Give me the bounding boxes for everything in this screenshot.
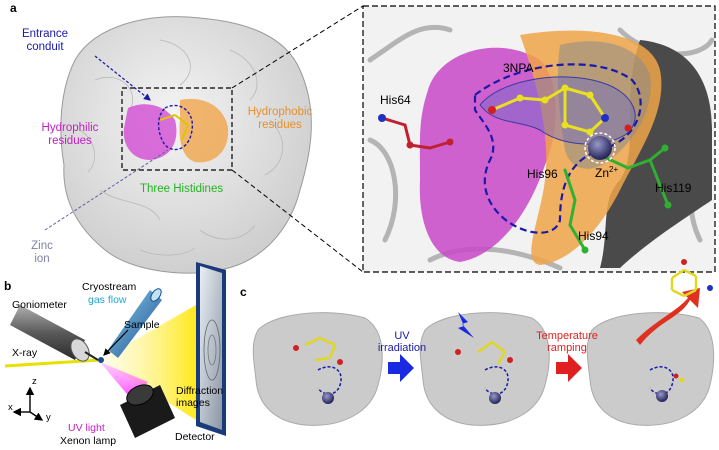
axis-y-label: y [46, 412, 51, 423]
zinc-pointer [44, 149, 169, 231]
zinc-ion-zoom-label: Zn2+ [595, 165, 619, 180]
xenon-lamp-label: Xenon lamp [60, 435, 117, 447]
axes-triad [12, 386, 44, 421]
ligand-overview [159, 114, 189, 141]
diffraction-images-label: Diffraction images [176, 385, 224, 409]
histidine-residues-zoom [563, 146, 670, 252]
temperature-ramping-label: Temperature ramping [524, 330, 610, 354]
sample-pointer [103, 329, 129, 356]
panel-letter-c: c [240, 285, 247, 299]
uv-arrow [388, 354, 414, 382]
temp-line2: ramping [547, 342, 587, 355]
zn-charge: 2+ [609, 165, 619, 174]
goniometer [10, 305, 99, 362]
axis-z-label: z [32, 376, 37, 387]
hydrophobic-line1: Hydrophobic [247, 106, 313, 118]
temp-line1: Temperature [536, 330, 598, 342]
zoom-connector-top [231, 5, 364, 89]
ligand-3npa-label: 3NPA [503, 61, 534, 75]
lightning-bolt-icon [458, 312, 474, 338]
zn-symbol: Zn [595, 166, 610, 180]
his94-label: His94 [578, 229, 609, 243]
axis-x-label: x [8, 402, 13, 413]
entrance-line1: Entrance [21, 28, 69, 40]
three-histidines-label: Three Histidines [140, 183, 224, 195]
uv-line1: UV [394, 330, 410, 342]
his96-label: His96 [527, 167, 558, 181]
xenon-lamp [120, 384, 175, 438]
sample-label: Sample [124, 319, 160, 331]
hydrophobic-label: Hydrophobic residues [238, 106, 322, 131]
uv-light-label: UV light [68, 422, 105, 434]
zinc-ion-zoom [588, 136, 612, 160]
zinc-ion-label: Zinc ion [22, 240, 62, 265]
cryostream-label: Cryostream [82, 281, 137, 293]
zoom-ligand-atoms [488, 84, 632, 136]
gas-flow-label: gas flow [88, 294, 127, 306]
zoom-connector-bottom [231, 169, 364, 273]
his119-label: His119 [655, 181, 692, 195]
zoom-entrance-conduit [473, 63, 642, 234]
entrance-pointer [94, 55, 151, 101]
zinc-ion-ring [584, 132, 616, 164]
hydrophobic-line2: residues [258, 118, 302, 131]
hydrophilic-line2: residues [48, 134, 92, 147]
entrance-line2: conduit [26, 40, 64, 53]
panel-letter-b: b [4, 279, 12, 293]
zoom-grey-surface [557, 41, 651, 169]
hydrophilic-line1: Hydrophilic [41, 122, 99, 134]
goniometer-label: Goniometer [12, 299, 67, 311]
hydrophobic-patch [179, 98, 229, 163]
release-arrow [636, 288, 700, 345]
cryostream-nozzle [108, 288, 162, 358]
xray-yellow-fan [100, 305, 196, 420]
state-2-protein [419, 312, 550, 426]
detector [196, 262, 226, 436]
state-1-protein [252, 312, 383, 426]
zoom-ligand-sticks [490, 86, 607, 134]
diffraction-line2: images [176, 396, 210, 409]
state-3-protein [586, 259, 715, 426]
zinc-line1: Zinc [31, 240, 53, 252]
sample [98, 357, 104, 363]
entrance-conduit-outline [157, 104, 194, 151]
his64-label: His64 [380, 93, 411, 107]
panel-letter-a: a [10, 1, 17, 15]
hydrophilic-label: Hydrophilic residues [30, 122, 110, 147]
uv-line2: irradiation [377, 342, 427, 355]
detector-label: Detector [175, 431, 215, 443]
released-ligand [670, 268, 698, 298]
entrance-conduit-label: Entrance conduit [10, 28, 80, 53]
uv-irradiation-label: UV irradiation [362, 330, 442, 354]
zoom-hydrophilic-surface [419, 47, 556, 263]
temperature-arrow [556, 354, 582, 382]
zinc-line2: ion [34, 252, 50, 265]
xray-label: X-ray [12, 347, 38, 359]
diffraction-line1: Diffraction [176, 385, 224, 397]
